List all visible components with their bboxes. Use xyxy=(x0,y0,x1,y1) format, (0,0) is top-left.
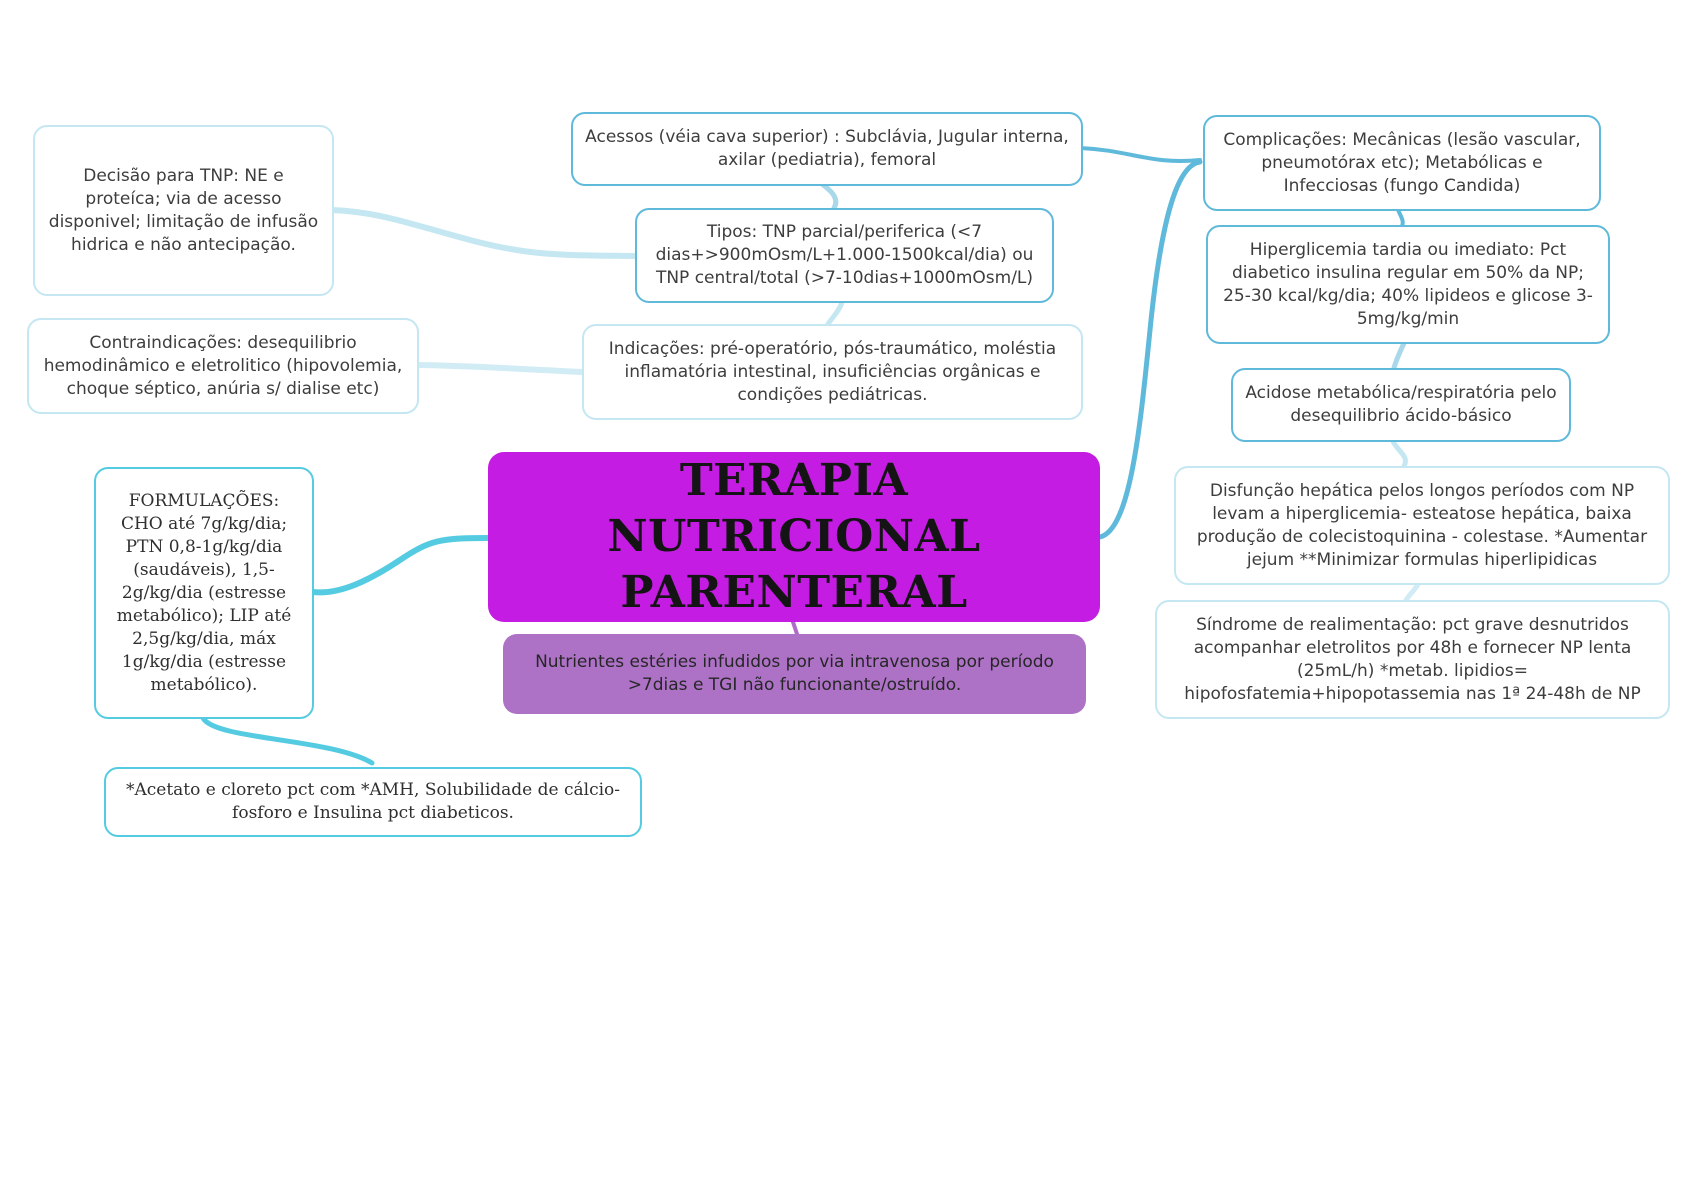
disfuncao-node[interactable]: Disfunção hepática pelos longos períodos… xyxy=(1174,466,1670,585)
indicacoes-text: Indicações: pré-operatório, pós-traumáti… xyxy=(608,338,1057,405)
sindrome-node[interactable]: Síndrome de realimentação: pct grave des… xyxy=(1155,600,1670,719)
acetato-text: *Acetato e cloreto pct com *AMH, Solubil… xyxy=(125,780,621,823)
connector-acessos-tipos xyxy=(819,181,839,211)
indicacoes-node[interactable]: Indicações: pré-operatório, pós-traumáti… xyxy=(582,324,1083,420)
connector-disfuncao-sindrome xyxy=(1403,581,1421,603)
central-title: TERAPIA NUTRICIONAL PARENTERAL xyxy=(607,455,981,618)
summary-text: Nutrientes estéries infudidos por via in… xyxy=(535,652,1054,695)
connector-tipos-indicacoes xyxy=(825,299,845,327)
acetato-node[interactable]: *Acetato e cloreto pct com *AMH, Solubil… xyxy=(104,767,642,837)
connector-central-summary xyxy=(791,620,799,636)
contraindicacoes-text: Contraindicações: desequilibrio hemodinâ… xyxy=(43,332,403,399)
formulacoes-text: FORMULAÇÕES: CHO até 7g/kg/dia; PTN 0,8-… xyxy=(116,490,292,695)
decisao-text: Decisão para TNP: NE e proteíca; via de … xyxy=(48,165,319,255)
central-topic[interactable]: TERAPIA NUTRICIONAL PARENTERAL xyxy=(488,452,1100,622)
complicacoes-text: Complicações: Mecânicas (lesão vascular,… xyxy=(1223,129,1581,196)
sindrome-text: Síndrome de realimentação: pct grave des… xyxy=(1184,614,1641,704)
connector-formulacoes-acetato xyxy=(200,715,375,766)
connector-indicacoes-contraindicacoes xyxy=(415,362,585,375)
acidose-text: Acidose metabólica/respiratória pelo des… xyxy=(1245,383,1557,426)
acessos-text: Acessos (véia cava superior) : Subclávia… xyxy=(585,127,1069,170)
hiperglicemia-node[interactable]: Hiperglicemia tardia ou imediato: Pct di… xyxy=(1206,225,1610,344)
hiperglicemia-text: Hiperglicemia tardia ou imediato: Pct di… xyxy=(1223,239,1593,329)
acidose-node[interactable]: Acidose metabólica/respiratória pelo des… xyxy=(1231,368,1571,442)
decisao-node[interactable]: Decisão para TNP: NE e proteíca; via de … xyxy=(33,125,334,296)
complicacoes-node[interactable]: Complicações: Mecânicas (lesão vascular,… xyxy=(1203,115,1601,211)
summary-node[interactable]: Nutrientes estéries infudidos por via in… xyxy=(503,634,1086,714)
disfuncao-text: Disfunção hepática pelos longos períodos… xyxy=(1196,480,1648,570)
formulacoes-node[interactable]: FORMULAÇÕES: CHO até 7g/kg/dia; PTN 0,8-… xyxy=(94,467,314,719)
connector-hiperglicemia-acidose xyxy=(1391,340,1407,371)
acessos-node[interactable]: Acessos (véia cava superior) : Subclávia… xyxy=(571,112,1083,186)
connector-acidose-disfuncao xyxy=(1390,438,1408,469)
connector-central-formulacoes xyxy=(310,535,491,596)
tipos-node[interactable]: Tipos: TNP parcial/periferica (<7 dias+>… xyxy=(635,208,1054,303)
contraindicacoes-node[interactable]: Contraindicações: desequilibrio hemodinâ… xyxy=(27,318,419,414)
connector-central-complicacoes xyxy=(1097,159,1203,540)
tipos-text: Tipos: TNP parcial/periferica (<7 dias+>… xyxy=(655,222,1034,288)
connector-tipos-decisao xyxy=(329,207,637,259)
connector-complicacoes-hiperglicemia xyxy=(1396,208,1405,228)
connector-acessos-complicacoes xyxy=(1078,146,1202,163)
